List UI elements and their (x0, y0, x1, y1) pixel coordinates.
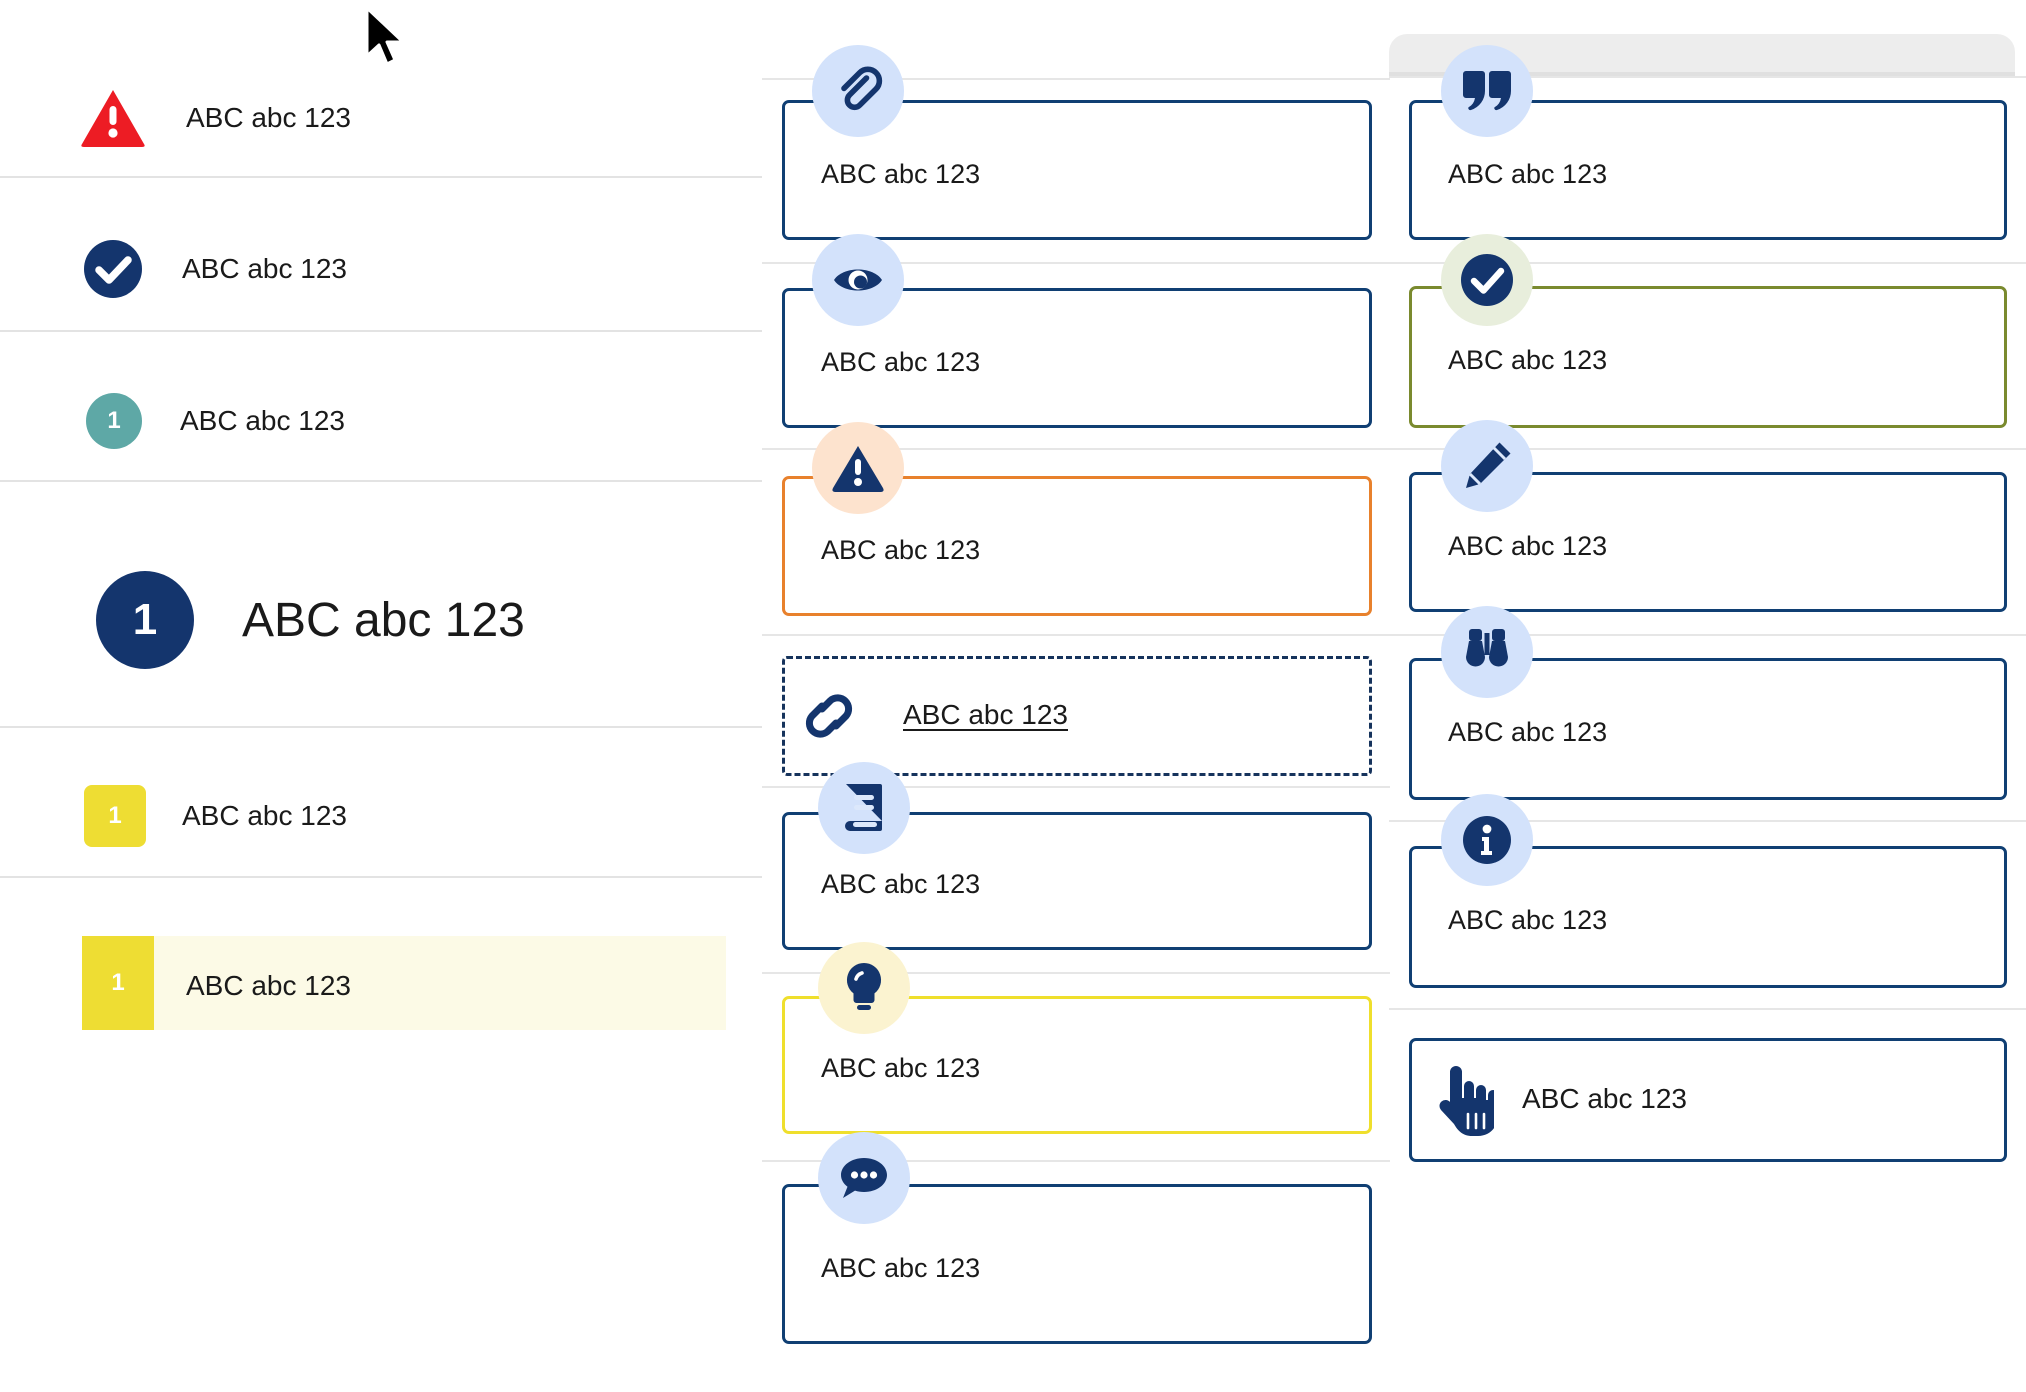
card-action[interactable]: ABC abc 123 (1409, 1038, 2007, 1162)
card-label: ABC abc 123 (1448, 531, 1608, 561)
card-label: ABC abc 123 (1448, 159, 1608, 189)
number-badge-square: 1 (84, 785, 146, 847)
list-item-label: ABC abc 123 (186, 970, 351, 1001)
card-link[interactable]: ABC abc 123 (782, 656, 1372, 776)
column-divider (762, 972, 1390, 974)
number-badge-bar: 1 (82, 936, 154, 1030)
number-badge: 1 (86, 393, 142, 449)
triangle-warning-icon (80, 88, 146, 148)
list-item-label: ABC abc 123 (180, 405, 345, 436)
column-divider (1389, 448, 2026, 450)
list-divider (0, 726, 762, 728)
circle-check-icon (1441, 234, 1533, 326)
warning-icon (812, 422, 904, 514)
column-divider (762, 448, 1390, 450)
list-item-label-large: ABC abc 123 (242, 593, 525, 647)
list-item-label: ABC abc 123 (182, 253, 347, 284)
list-item-label: ABC abc 123 (182, 800, 347, 831)
link-icon (798, 688, 860, 744)
column-divider (762, 78, 1390, 80)
card-link-label: ABC abc 123 (903, 699, 1068, 730)
info-icon (1441, 794, 1533, 886)
column-divider (1389, 1008, 2026, 1010)
eye-icon (812, 234, 904, 326)
list-item-error[interactable]: ABC abc 123 (0, 78, 762, 158)
lightbulb-icon (818, 942, 910, 1034)
number-badge-large: 1 (96, 571, 194, 669)
left-list-panel: ABC abc 123 ABC abc 123 1 ABC abc 123 1 … (0, 0, 762, 1392)
list-divider (0, 480, 762, 482)
column-divider (762, 786, 1390, 788)
card-label: ABC abc 123 (821, 1053, 981, 1083)
card-label: ABC abc 123 (821, 869, 981, 899)
card-label: ABC abc 123 (1448, 905, 1608, 935)
column-divider (1389, 820, 2026, 822)
card-label: ABC abc 123 (821, 347, 981, 377)
mouse-cursor (364, 6, 410, 72)
column-divider (762, 1160, 1390, 1162)
pencil-icon (1441, 420, 1533, 512)
book-icon (818, 762, 910, 854)
list-item-primary[interactable]: 1 ABC abc 123 (0, 570, 762, 670)
list-divider (0, 330, 762, 332)
list-divider (0, 176, 762, 178)
quote-icon (1441, 45, 1533, 137)
card-label: ABC abc 123 (1448, 717, 1608, 747)
column-divider (1389, 76, 2026, 78)
panel-header-shade (1389, 72, 2015, 76)
list-item-selected[interactable] (82, 936, 726, 1030)
column-divider (1389, 634, 2026, 636)
chat-bubble-icon (818, 1132, 910, 1224)
list-item-label: ABC abc 123 (186, 102, 351, 133)
card-label: ABC abc 123 (821, 535, 981, 565)
card-label: ABC abc 123 (1448, 345, 1608, 375)
list-item-teal-number[interactable]: 1 ABC abc 123 (0, 388, 762, 454)
card-label: ABC abc 123 (1522, 1083, 1687, 1114)
list-item-yellow-number[interactable]: 1 ABC abc 123 (0, 782, 762, 850)
card-label: ABC abc 123 (821, 159, 981, 189)
paperclip-icon (812, 45, 904, 137)
card-preview[interactable]: ABC abc 123 (782, 288, 1372, 428)
column-divider (1389, 262, 2026, 264)
circle-check-icon (84, 240, 142, 298)
binoculars-icon (1441, 606, 1533, 698)
list-divider (0, 876, 762, 878)
column-divider (762, 262, 1390, 264)
pointing-hand-icon (1434, 1062, 1494, 1138)
column-divider (762, 634, 1390, 636)
card-label: ABC abc 123 (821, 1253, 981, 1283)
list-item-success[interactable]: ABC abc 123 (0, 232, 762, 306)
